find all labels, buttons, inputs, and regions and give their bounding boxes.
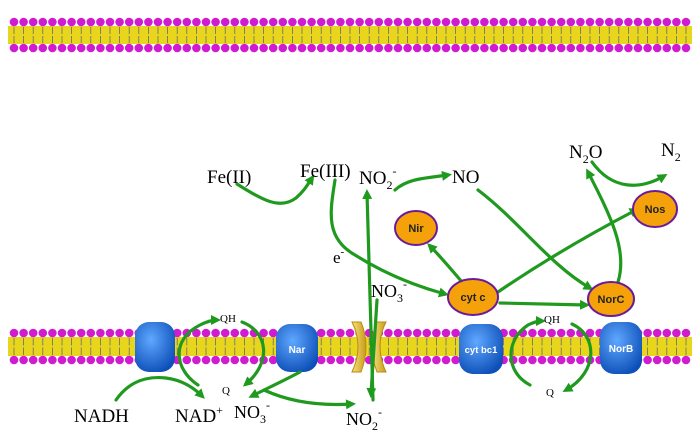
- no2-bottom-label: NO2-: [346, 405, 382, 433]
- enzyme-nir: Nir: [394, 210, 438, 246]
- arrow-n2o-to-n2: [590, 160, 668, 187]
- arrow-q-right-cycle: [509, 316, 546, 387]
- reaction-arrows: [114, 160, 668, 410]
- membrane-proteins: Nar cyt bc1 NorB: [135, 321, 642, 374]
- fe2-label: Fe(II): [207, 167, 251, 188]
- fe3-label: Fe(III): [300, 161, 351, 182]
- n2o-label: N2O: [569, 142, 602, 166]
- enzyme-cytc: cyt c: [447, 278, 499, 316]
- arrow-cytc-to-nos: [496, 208, 640, 294]
- protein-norb: NorB: [600, 322, 642, 374]
- arrow-vertical-down: [366, 298, 379, 398]
- arrow-no2-to-no: [393, 170, 452, 192]
- n2-label: N2: [661, 140, 681, 164]
- no-label: NO: [452, 167, 479, 188]
- arrow-no-to-norc: [476, 188, 594, 290]
- norb-label: NorB: [609, 344, 633, 355]
- arrow-cytc-to-nir: [427, 243, 464, 284]
- arrow-qh-left-to-q: [240, 320, 266, 387]
- arrow-cytc-to-norc: [498, 299, 590, 310]
- norc-label: NorC: [598, 294, 625, 306]
- arrow-qh-right-to-q: [562, 322, 593, 392]
- chemical-labels: Fe(II) Fe(III) NO2- NO N2O N2 e- NO3- QH…: [74, 140, 681, 433]
- arrow-fe2-to-fe3: [235, 174, 315, 205]
- qh-left-label: QH: [220, 313, 236, 325]
- nad-label: NAD+: [175, 403, 223, 427]
- nar-label: Nar: [289, 345, 306, 356]
- arrow-norc-to-n2o: [586, 168, 623, 284]
- nir-label: Nir: [408, 223, 424, 235]
- arrow-to-no3-bottom: [248, 370, 302, 398]
- arrow-q-left-cycle: [177, 315, 221, 387]
- qh-right-label: QH: [544, 314, 560, 326]
- nadh-label: NADH: [74, 406, 129, 427]
- nos-label: Nos: [645, 204, 666, 216]
- electron-label: e-: [333, 246, 345, 267]
- protein-left-blob: [135, 322, 175, 372]
- enzyme-nos: Nos: [632, 190, 678, 228]
- protein-nar: Nar: [276, 324, 318, 372]
- no3-bottom-label: NO3-: [234, 398, 270, 426]
- q-left-label: Q: [222, 385, 230, 397]
- cytbc1-label: cyt bc1: [465, 345, 498, 356]
- no3-middle-label: NO3-: [371, 277, 407, 305]
- enzymes: Nir Nos cyt c NorC: [394, 190, 678, 317]
- arrow-nadh-to-nad: [114, 375, 205, 402]
- no2-top-label: NO2-: [359, 164, 396, 192]
- outer-membrane-bilayer: [8, 17, 692, 53]
- cytc-label: cyt c: [460, 292, 485, 304]
- arrow-fe-to-cytc: [329, 178, 449, 298]
- protein-cytbc1: cyt bc1: [459, 324, 503, 374]
- enzyme-norc: NorC: [587, 281, 635, 317]
- arrow-no3-to-no2-bottom: [262, 388, 356, 410]
- q-right-label: Q: [546, 387, 554, 399]
